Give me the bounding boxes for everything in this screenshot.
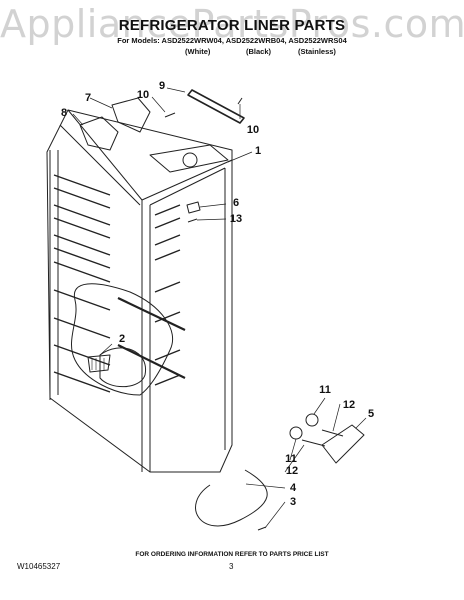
- callout-1: 1: [254, 145, 262, 157]
- callout-8: 8: [60, 107, 68, 119]
- part-vent: [87, 354, 111, 373]
- callout-6: 6: [232, 197, 240, 209]
- callout-2: 2: [118, 333, 126, 345]
- liner-front-frame: [141, 159, 233, 472]
- callout-9: 9: [158, 80, 166, 92]
- model-list: For Models: ASD2522WRW04, ASD2522WRB04, …: [117, 36, 347, 45]
- part-grommet-upper: [305, 413, 319, 427]
- callout-12-lower: 12: [285, 465, 299, 477]
- shelf-ribs-right: [154, 204, 181, 386]
- top-cover: [149, 144, 229, 173]
- shelf-ribs-left: [53, 174, 111, 393]
- part-grommet-lower: [289, 426, 303, 440]
- callout-13: 13: [229, 213, 243, 225]
- part-hinge-cover: [321, 424, 365, 464]
- part-tubing: [195, 469, 268, 527]
- part-light-strip: [187, 89, 245, 124]
- liner-top-panel: [59, 109, 143, 206]
- liner-body: [46, 109, 233, 473]
- page-title: REFRIGERATOR LINER PARTS: [118, 17, 346, 34]
- variant-stainless: (Stainless): [298, 47, 336, 56]
- callout-4: 4: [289, 482, 297, 494]
- callout-3: 3: [289, 496, 297, 508]
- part-screw-right: [237, 97, 243, 105]
- callout-10-upper: 10: [136, 89, 150, 101]
- document-number: W10465327: [17, 562, 61, 571]
- ordering-note: FOR ORDERING INFORMATION REFER TO PARTS …: [135, 551, 329, 558]
- part-pin-upper: [321, 429, 344, 437]
- part-bracket: [111, 97, 151, 133]
- rear-rail-strips: [117, 297, 186, 379]
- part-clip: [186, 201, 201, 214]
- watermark: AppliancePartsPros.com: [0, 2, 464, 46]
- callout-5: 5: [367, 408, 375, 420]
- part-pin-lower: [301, 439, 326, 447]
- part-screw-upper: [164, 112, 176, 118]
- variant-black: (Black): [246, 47, 272, 56]
- part-screw-lower: [187, 218, 198, 223]
- page-number: 3: [229, 562, 234, 571]
- callout-11-lower: 11: [285, 453, 297, 465]
- rear-recess: [71, 283, 174, 396]
- variant-white: (White): [185, 47, 211, 56]
- callout-7: 7: [84, 92, 92, 104]
- callout-12-upper: 12: [342, 399, 356, 411]
- part-screw-bottom: [257, 526, 267, 531]
- part-housing: [79, 116, 119, 151]
- callout-11-upper: 11: [319, 384, 331, 396]
- callout-10-right: 10: [246, 124, 260, 136]
